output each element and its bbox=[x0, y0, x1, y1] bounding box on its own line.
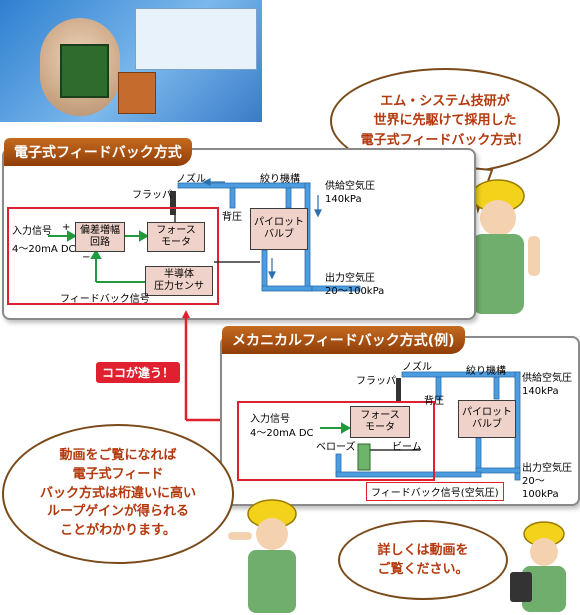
panel1-supply-label: 供給空気圧 140kPa bbox=[325, 181, 375, 205]
panel2-throttle-label: 絞り機構 bbox=[466, 366, 506, 377]
panel1-amp-box: 偏差増幅 回路 bbox=[75, 222, 125, 252]
panel2-back-pressure-label: 背圧 bbox=[424, 396, 444, 407]
mini-diagram-thumbnail bbox=[135, 8, 257, 70]
panel1-plus-sign: + bbox=[62, 222, 71, 233]
callout-left-text: 動画をご覧になれば 電子式フィード バック方式は桁違いに高い ループゲインが得ら… bbox=[39, 447, 196, 539]
panel1-feedback-label: フィードバック信号 bbox=[60, 294, 150, 305]
panel1-minus-sign: − bbox=[82, 252, 91, 263]
callout-right-speech-bubble: 詳しくは動画を ご覧ください。 bbox=[338, 520, 508, 600]
coil-photo bbox=[118, 72, 156, 114]
panel1-pilot-valve-box: パイロット バルブ bbox=[250, 208, 308, 250]
panel1-input-signal-label: 入力信号 bbox=[12, 226, 52, 237]
worker-bottom-illustration bbox=[228, 499, 297, 613]
panel2-title: メカニカルフィードバック方式(例) bbox=[222, 326, 465, 354]
panel1-pilot-valve-label: パイロット バルブ bbox=[254, 216, 304, 241]
panel1-nozzle-label: ノズル bbox=[176, 174, 206, 185]
panel1-back-pressure-label: 背圧 bbox=[222, 212, 242, 223]
panel2-force-motor-box: フォース モータ bbox=[350, 406, 410, 438]
panel2-feedback-label: フィードバック信号(空気圧) bbox=[366, 482, 504, 501]
panel2-force-motor-label: フォース モータ bbox=[360, 409, 400, 434]
panel1-input-range-label: 4～20mA DC bbox=[12, 244, 76, 255]
panel2-pilot-valve-box: パイロット バルブ bbox=[458, 400, 516, 438]
panel2-beam-label: ビーム bbox=[392, 442, 422, 453]
panel1-output-label: 出力空気圧 20～100kPa bbox=[325, 273, 385, 297]
panel1-force-motor-label: フォース モータ bbox=[156, 224, 196, 249]
panel1-sensor-box: 半導体 圧力センサ bbox=[145, 266, 213, 296]
panel1-amp-label: 偏差増幅 回路 bbox=[80, 224, 120, 249]
panel2-input-signal-label: 入力信号 bbox=[250, 414, 290, 425]
panel2-output-label: 出力空気圧 20～100kPa bbox=[522, 463, 572, 500]
panel1-force-motor-box: フォース モータ bbox=[147, 222, 205, 252]
product-photo-banner bbox=[0, 0, 262, 122]
callout-right-text: 詳しくは動画を ご覧ください。 bbox=[377, 542, 469, 578]
difference-label: ココが違う！ bbox=[96, 362, 181, 383]
panel1-title: 電子式フィードバック方式 bbox=[4, 138, 192, 166]
panel2-supply-label: 供給空気圧 140kPa bbox=[522, 373, 572, 397]
panel2-pilot-valve-label: パイロット バルブ bbox=[462, 406, 512, 431]
callout-top-text: エム・システム技研が 世界に先駆けて採用した 電子式フィードバック方式！ bbox=[360, 93, 530, 148]
panel1-sensor-label: 半導体 圧力センサ bbox=[154, 268, 204, 293]
panel2-input-range-label: 4～20mA DC bbox=[250, 428, 314, 439]
panel2-bellows-label: ベローズ bbox=[316, 442, 356, 453]
panel1-flapper-label: フラッパ bbox=[132, 190, 172, 201]
panel2-nozzle-label: ノズル bbox=[402, 362, 432, 373]
callout-left-speech-bubble: 動画をご覧になれば 電子式フィード バック方式は桁違いに高い ループゲインが得ら… bbox=[2, 424, 234, 564]
circuit-board-photo bbox=[60, 44, 109, 98]
panel2-flapper-label: フラッパ bbox=[356, 376, 396, 387]
worker-tablet-illustration bbox=[510, 521, 566, 612]
panel1-throttle-label: 絞り機構 bbox=[260, 174, 300, 185]
